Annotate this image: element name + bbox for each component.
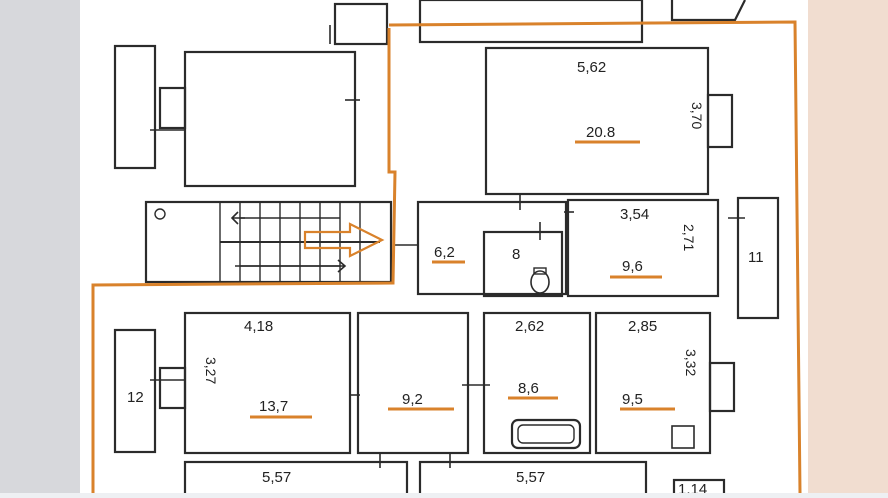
balcony-left-number: 12 <box>127 389 144 406</box>
window-lower-left <box>158 366 187 410</box>
top-right-door <box>670 0 746 22</box>
corridor-area: 9,2 <box>402 391 423 408</box>
balcony-upper-left <box>113 44 157 170</box>
bath-area: 8,6 <box>518 380 539 397</box>
left-room-width: 4,18 <box>244 318 273 335</box>
top-right-depth: 3,70 <box>689 102 705 129</box>
stair-block <box>144 200 393 284</box>
bathroom <box>482 311 592 455</box>
apartment-boundary-left <box>91 28 397 493</box>
toilet <box>482 230 564 298</box>
bottom-left-room <box>183 460 409 498</box>
hall-area: 6,2 <box>434 244 455 261</box>
left-blur-margin <box>0 0 80 493</box>
stove <box>671 425 695 449</box>
bottom-left-width: 5,57 <box>262 469 291 486</box>
bottom-corner-room <box>672 478 726 498</box>
right-room <box>566 198 720 298</box>
hall <box>416 200 568 296</box>
left-room-depth: 3,27 <box>203 357 219 384</box>
right-room-area: 9,6 <box>622 258 643 275</box>
top-room-outline <box>418 0 644 44</box>
kitchen-depth: 3,32 <box>683 349 699 376</box>
paper <box>80 0 808 493</box>
toilet-number: 8 <box>512 246 520 263</box>
apartment-boundary-top-right <box>388 20 802 494</box>
bathtub <box>510 418 582 450</box>
stair-column <box>154 208 166 220</box>
bottom-right-width: 5,57 <box>516 469 545 486</box>
balcony-right <box>736 196 780 320</box>
balcony-lower-left <box>113 328 157 454</box>
window-upper-left <box>158 86 187 130</box>
kitchen-width: 2,85 <box>628 318 657 335</box>
right-room-depth: 2,71 <box>681 224 697 251</box>
bath-width: 2,62 <box>515 318 544 335</box>
top-entry-outline <box>333 2 389 46</box>
corridor <box>356 311 470 455</box>
door-ticks <box>150 25 745 468</box>
entry-arrow <box>303 222 385 258</box>
window-top-right <box>706 93 734 149</box>
stair-arrows <box>230 211 347 273</box>
right-room-width: 3,54 <box>620 206 649 223</box>
walls <box>113 0 780 498</box>
balcony-right-number: 11 <box>748 249 764 266</box>
kitchen-area: 9,5 <box>622 391 643 408</box>
bottom-corner-label: 1,14 <box>678 481 707 493</box>
left-room-area: 13,7 <box>259 398 288 415</box>
bottom-right-room <box>418 460 648 498</box>
window-kitchen <box>708 361 736 413</box>
toilet-bowl <box>530 270 550 294</box>
top-right-width: 5,62 <box>577 59 606 76</box>
top-right-area: 20.8 <box>586 124 615 141</box>
right-blur-margin <box>808 0 888 493</box>
toilet-tank <box>533 267 547 275</box>
bathtub-inner <box>517 424 575 444</box>
area-underlines <box>250 140 675 419</box>
